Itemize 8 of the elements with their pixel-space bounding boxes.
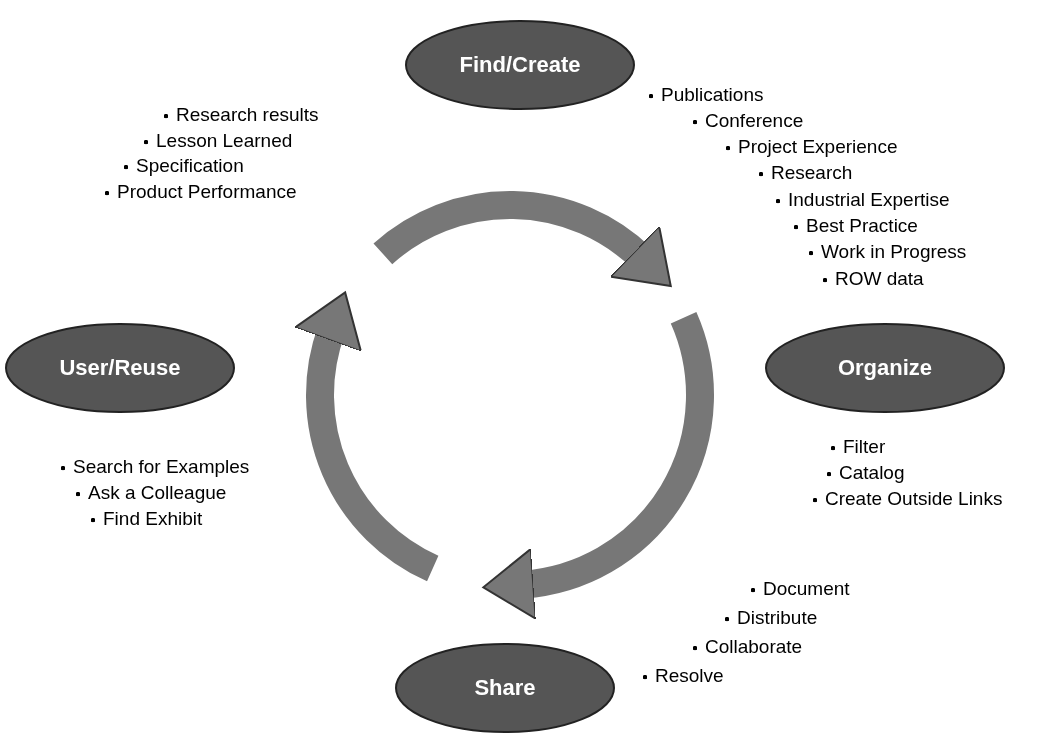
stage-title: Find/Create xyxy=(458,52,582,78)
stage-ellipse xyxy=(765,323,1005,413)
stage-ellipse xyxy=(395,643,615,733)
stage-title: Share xyxy=(473,675,537,701)
stage-title: Organize xyxy=(836,355,934,381)
stage-ellipse xyxy=(405,20,635,110)
stage-ellipse xyxy=(5,323,235,413)
stage-title: User/Reuse xyxy=(58,355,182,381)
